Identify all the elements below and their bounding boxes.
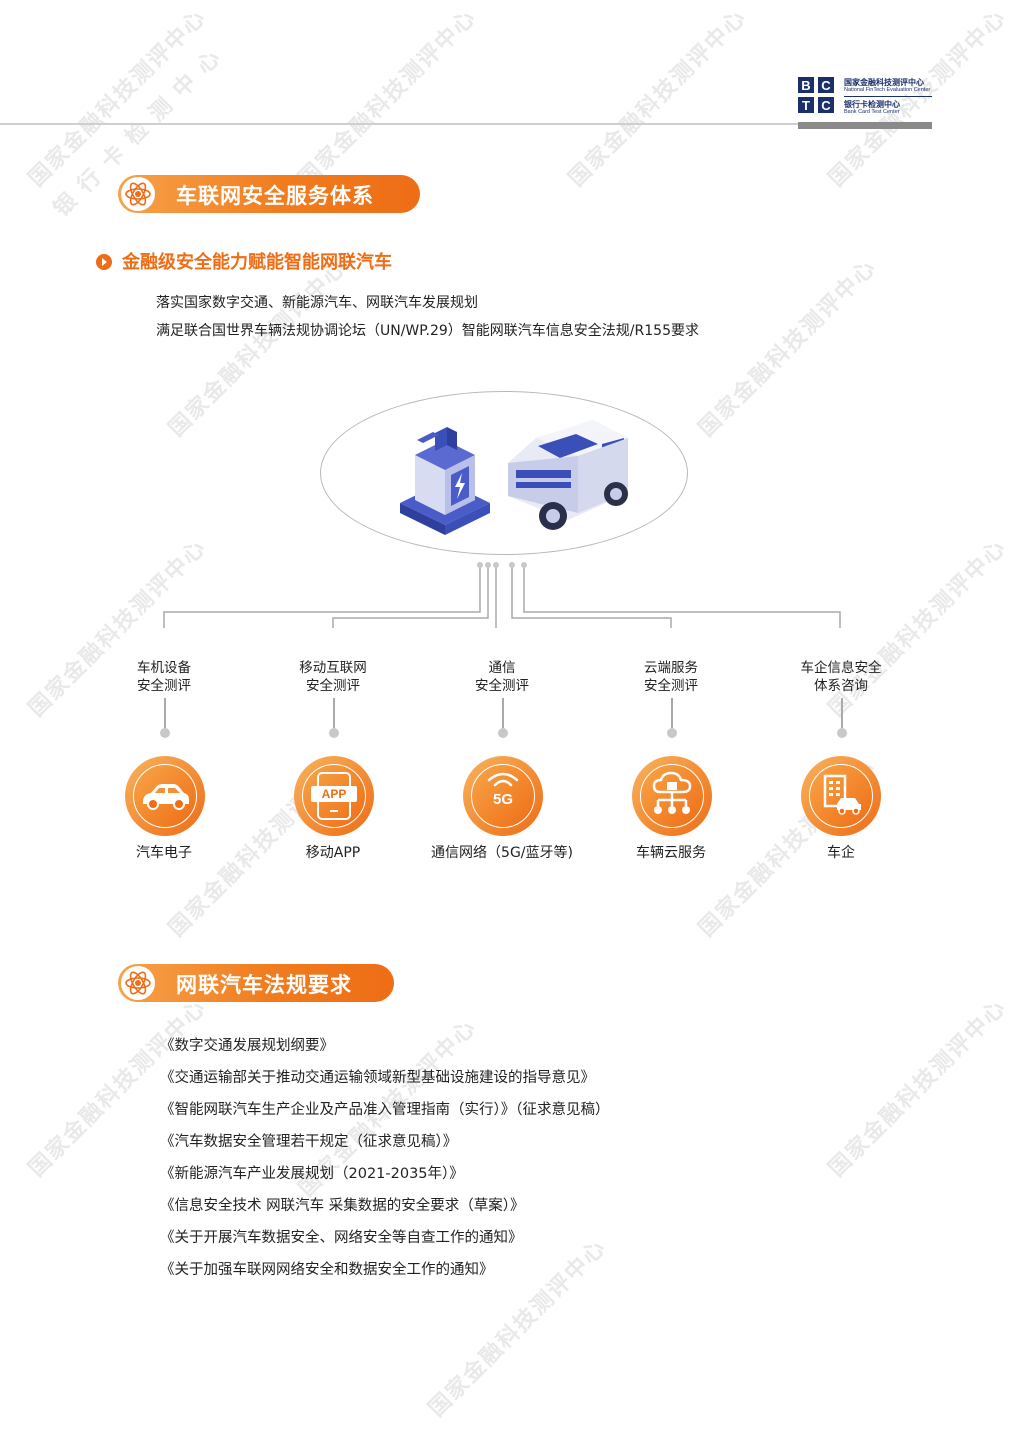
regulation-item: 《汽车数据安全管理若干规定（征求意见稿）》 bbox=[160, 1134, 458, 1150]
service-label: 车企信息安全体系咨询 bbox=[800, 660, 882, 694]
5g-signal-icon: 5G bbox=[492, 791, 513, 808]
service-circle: APP bbox=[294, 756, 374, 836]
regulation-item: 《新能源汽车产业发展规划（2021-2035年）》 bbox=[160, 1166, 464, 1182]
node-line bbox=[671, 698, 673, 728]
watermark: 国家金融科技测评中心 bbox=[564, 4, 752, 192]
connector-lines bbox=[163, 562, 841, 628]
atom-icon bbox=[121, 966, 155, 1000]
service-target: 汽车电子 bbox=[136, 845, 192, 861]
watermark: 国家金融科技测评中心 bbox=[694, 254, 882, 442]
service-target: 通信网络（5G/蓝牙等) bbox=[431, 845, 573, 861]
watermark: 国家金融科技测评中心 bbox=[24, 4, 212, 192]
logo-bar bbox=[798, 122, 932, 129]
service-label: 云端服务安全测评 bbox=[644, 660, 698, 694]
subsection-title: 金融级安全能力赋能智能网联汽车 bbox=[122, 252, 392, 273]
watermark: 国家金融科技测评中心 bbox=[164, 254, 352, 442]
header-divider bbox=[0, 123, 925, 125]
regulation-item: 《信息安全技术 网联汽车 采集数据的安全要求（草案）》 bbox=[160, 1198, 525, 1214]
bctc-logo: B C T C bbox=[798, 77, 834, 113]
service-label: 通信安全测评 bbox=[475, 660, 529, 694]
node-dot bbox=[837, 728, 847, 738]
car-illustration-icon bbox=[508, 420, 628, 530]
service-circle: 5G bbox=[463, 756, 543, 836]
node-line bbox=[164, 698, 166, 728]
service-circle bbox=[801, 756, 881, 836]
logo-letter-c2: C bbox=[821, 98, 831, 113]
watermark: 国家金融科技测评中心 bbox=[294, 4, 482, 192]
service-circle bbox=[125, 756, 205, 836]
org-name-en: National FinTech Evaluation Center bbox=[844, 87, 931, 93]
intro-line: 满足联合国世界车辆法规协调论坛（UN/WP.29）智能网联汽车信息安全法规/R1… bbox=[156, 323, 699, 339]
regulation-item: 《关于加强车联网网络安全和数据安全工作的通知》 bbox=[160, 1262, 494, 1278]
cloud-network-icon bbox=[652, 771, 692, 814]
section-heading-regulations: 网联汽车法规要求 bbox=[118, 964, 394, 1002]
section-heading-vehicle-network: 车联网安全服务体系 bbox=[118, 175, 420, 213]
regulation-item: 《关于开展汽车数据安全、网络安全等自查工作的通知》 bbox=[160, 1230, 523, 1246]
lab-name-cn: 银行卡检测中心 bbox=[844, 100, 900, 109]
service-label: 移动互联网安全测评 bbox=[299, 660, 367, 694]
intro-line: 落实国家数字交通、新能源汽车、网联汽车发展规划 bbox=[156, 295, 478, 311]
app-icon: APP bbox=[311, 772, 357, 820]
regulation-item: 《数字交通发展规划纲要》 bbox=[160, 1038, 334, 1054]
node-dot bbox=[160, 728, 170, 738]
section-title: 网联汽车法规要求 bbox=[176, 973, 352, 997]
service-target: 车辆云服务 bbox=[636, 845, 706, 861]
logo-letter-t: T bbox=[802, 98, 810, 113]
watermark: 国家金融科技测评中心 bbox=[824, 994, 1011, 1182]
node-dot bbox=[329, 728, 339, 738]
illustration-ellipse bbox=[320, 391, 688, 555]
wifi-signal-icon bbox=[487, 772, 519, 787]
node-line bbox=[841, 698, 843, 728]
logo-divider bbox=[844, 96, 932, 97]
node-line bbox=[502, 698, 504, 728]
regulation-item: 《交通运输部关于推动交通运输领域新型基础设施建设的指导意见》 bbox=[160, 1070, 595, 1086]
enterprise-icon bbox=[823, 774, 861, 815]
lab-name-en: Bank Card Test Center bbox=[844, 109, 900, 115]
service-label: 车机设备安全测评 bbox=[137, 660, 191, 694]
car-icon bbox=[143, 784, 189, 810]
atom-icon bbox=[121, 177, 155, 211]
org-name-cn: 国家金融科技测评中心 bbox=[844, 78, 924, 87]
node-dot bbox=[667, 728, 677, 738]
service-target: 移动APP bbox=[305, 845, 361, 861]
charging-station-icon bbox=[400, 427, 490, 535]
section-title: 车联网安全服务体系 bbox=[176, 184, 374, 208]
play-bullet-icon bbox=[96, 254, 112, 270]
service-circle bbox=[632, 756, 712, 836]
service-target: 车企 bbox=[827, 845, 855, 861]
node-dot bbox=[498, 728, 508, 738]
logo-letter-c: C bbox=[821, 78, 831, 93]
logo-letter-b: B bbox=[801, 78, 810, 93]
node-line bbox=[333, 698, 335, 728]
regulation-item: 《智能网联汽车生产企业及产品准入管理指南（实行）》（征求意见稿） bbox=[160, 1102, 610, 1118]
